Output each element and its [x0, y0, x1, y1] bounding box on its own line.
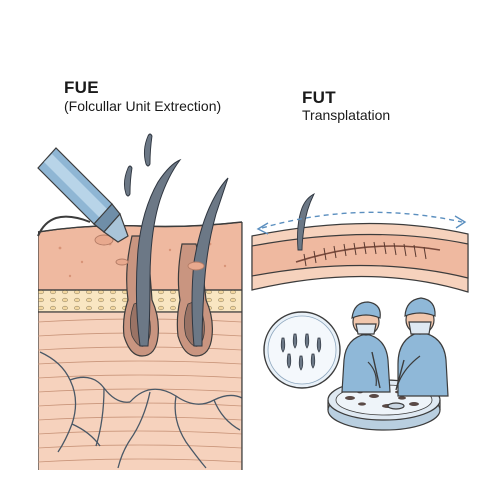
- hair-strand-icon: [297, 192, 316, 251]
- fue-subtitle: (Folcullar Unit Extrection): [64, 98, 222, 114]
- fut-title: FUT: [302, 88, 336, 107]
- surgeon-icon: [341, 301, 391, 393]
- surgeon-icon: [395, 297, 449, 397]
- extraction-tool-icon: [37, 147, 129, 243]
- extraction-site: [94, 234, 205, 271]
- blood-vessels: [39, 351, 242, 469]
- fut-subtitle: Transplatation: [302, 107, 391, 123]
- fut-strip-diagram: [251, 192, 469, 293]
- hair-follicle-icon: [122, 158, 182, 357]
- fue-title: FUE: [64, 78, 99, 97]
- graft-droplets: [280, 333, 322, 371]
- magnifier-icon: [263, 311, 341, 389]
- dermis-lines: [38, 318, 242, 463]
- stretch-arrow: [256, 211, 467, 235]
- extracted-graft: [123, 133, 153, 197]
- suture-marks: [303, 241, 427, 267]
